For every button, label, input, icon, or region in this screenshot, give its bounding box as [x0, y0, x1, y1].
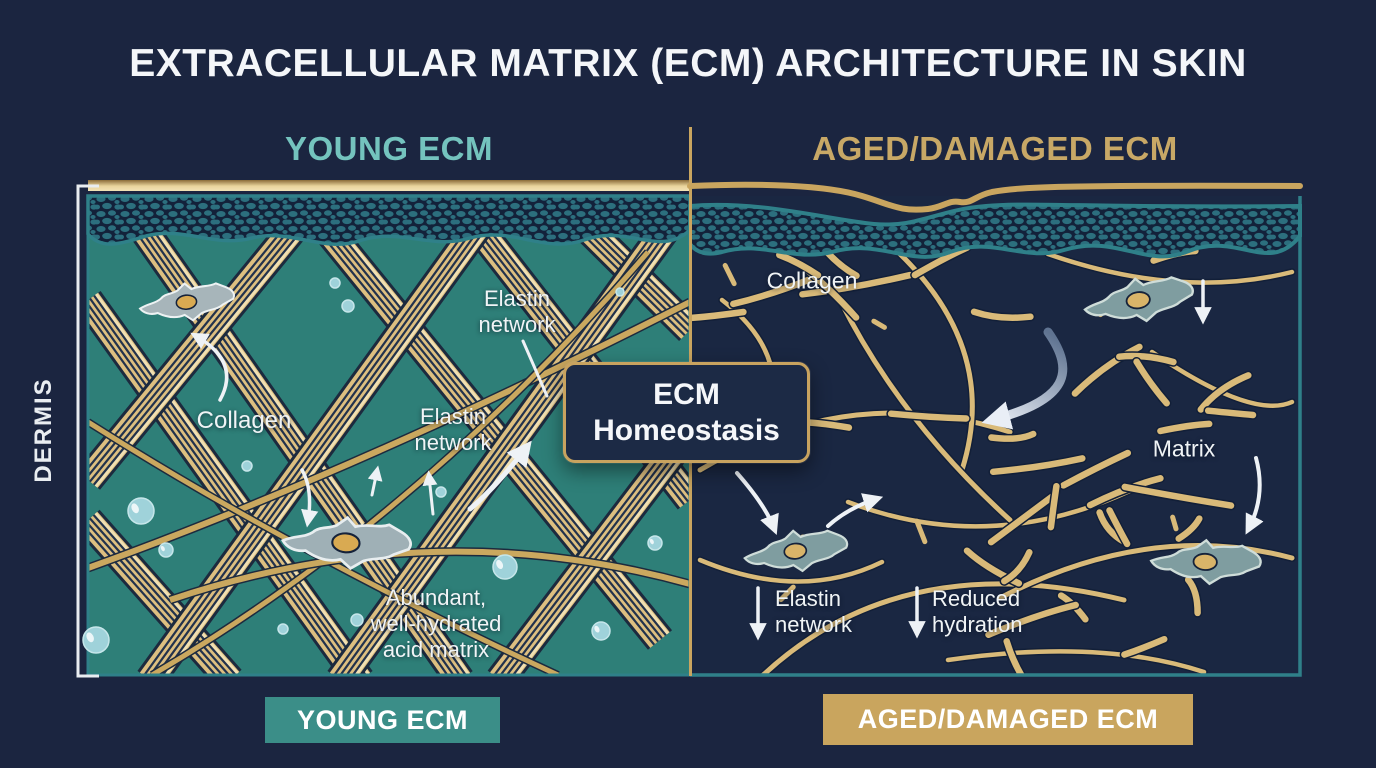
water-droplet-icon: [158, 542, 174, 558]
collagen-fragment: [1116, 352, 1177, 366]
label-elastin-network-top: Elastin network: [478, 286, 556, 337]
collagen-fragment: [1047, 482, 1060, 531]
water-droplet-icon: [277, 623, 289, 635]
collagen-fragment: [804, 419, 853, 431]
water-droplet-icon: [241, 460, 253, 472]
collagen-debris: [1170, 514, 1179, 532]
collagen-fragment: [895, 249, 975, 473]
water-droplet-icon: [350, 613, 364, 627]
collagen-fragment: [988, 430, 1037, 442]
collagen-fragment: [1060, 449, 1132, 489]
water-droplet-icon: [329, 277, 341, 289]
collagen-fragment: [970, 308, 1034, 321]
collagen-fragment: [1157, 420, 1213, 435]
collagen-fragment: [1106, 507, 1131, 548]
water-droplet-icon: [82, 626, 110, 654]
collagen-debris: [722, 262, 737, 287]
collagen-fragment: [1071, 343, 1143, 397]
label-hydration-decline: Reduced hydration: [932, 586, 1023, 637]
dermis-bracket: [76, 184, 99, 678]
fibroblast-cell-icon: [1149, 538, 1262, 586]
skin-surface-young: [88, 180, 690, 191]
down-arrow-icon: [735, 471, 779, 535]
collagen-fragment: [1001, 549, 1033, 585]
fibroblast-cell-icon: [138, 282, 236, 322]
up-arrow-icon: [826, 493, 884, 528]
elastin-fiber: [169, 548, 690, 603]
label-collagen-young: Collagen: [196, 406, 292, 434]
degradation-arrow-icon: [981, 327, 1068, 430]
leader-line: [521, 339, 549, 398]
fibroblast-cell-icon: [743, 529, 849, 573]
label-matrix: Matrix: [1152, 435, 1216, 462]
collagen-fragment: [987, 492, 1057, 546]
young-ecm-badge: YOUNG ECM: [265, 697, 500, 743]
aged-panel-border: [690, 196, 1302, 677]
label-abundant-hydrated-matrix: Abundant, well-hydrated acid matrix: [370, 585, 502, 662]
skin-surface-aged-wrinkled: [687, 181, 1303, 213]
label-elastin-decline: Elastin network: [775, 586, 853, 637]
collagen-fragment: [1121, 483, 1235, 509]
collagen-fragment: [697, 557, 885, 584]
aged-fiber-network: [690, 232, 1296, 675]
up-arrow-icon: [422, 470, 438, 516]
down-arrow-icon: [300, 468, 319, 528]
dermis-axis-label: DERMIS: [30, 377, 57, 483]
water-droplet-icon: [127, 497, 155, 525]
up-arrow-icon: [467, 440, 532, 512]
up-arrow-icon: [367, 465, 383, 497]
water-droplet-icon: [647, 535, 663, 551]
collagen-fragment: [985, 601, 1079, 638]
annotation-arrows: [190, 279, 1264, 641]
young-column-header: YOUNG ECM: [284, 130, 494, 167]
label-collagen-aged: Collagen: [766, 267, 858, 294]
collagen-fragment: [1175, 515, 1203, 542]
up-arrow-icon: [190, 332, 229, 402]
collagen-fragment: [1197, 372, 1252, 413]
collagen-fragment: [997, 543, 1295, 601]
collagen-debris: [871, 318, 887, 330]
collagen-fragment: [1133, 358, 1170, 407]
fibroblast-cell-icon: [1083, 276, 1194, 323]
down-arrow-icon: [1245, 456, 1264, 535]
page-title: EXTRACELLULAR MATRIX (ECM) ARCHITECTURE …: [129, 42, 1247, 85]
elastin-fiber: [150, 250, 650, 675]
collagen-fragment: [776, 251, 822, 279]
ecm-homeostasis-box: ECM Homeostasis: [563, 362, 810, 463]
water-droplet-icon: [435, 486, 447, 498]
water-droplet-icon: [492, 554, 518, 580]
collagen-fragment: [1204, 407, 1257, 419]
label-elastin-network-mid: Elastin network: [414, 404, 492, 455]
collagen-fragment: [887, 410, 970, 422]
elastin-fiber: [88, 299, 690, 571]
aged-ecm-badge: AGED/DAMAGED ECM: [823, 694, 1193, 745]
hydration-droplets: [82, 277, 663, 654]
water-droplet-icon: [591, 621, 611, 641]
epidermis-band-aged: [688, 202, 1302, 259]
collagen-fragment: [989, 455, 1086, 476]
collagen-debris: [914, 518, 928, 545]
water-droplet-icon: [615, 287, 625, 297]
fibroblast-cell-icon: [280, 515, 412, 571]
collagen-fragment: [759, 581, 1127, 675]
collagen-fragment: [1184, 576, 1201, 617]
collagen-fragment: [730, 275, 815, 308]
aged-column-header: AGED/DAMAGED ECM: [812, 130, 1178, 167]
collagen-fragment: [1121, 635, 1168, 658]
collagen-fragment: [799, 271, 914, 298]
water-droplet-icon: [341, 299, 355, 313]
collagen-debris: [778, 584, 796, 603]
epidermis-band-young: [86, 194, 692, 246]
collagen-fragment: [945, 649, 1207, 675]
collagen-fragment: [1003, 638, 1025, 675]
